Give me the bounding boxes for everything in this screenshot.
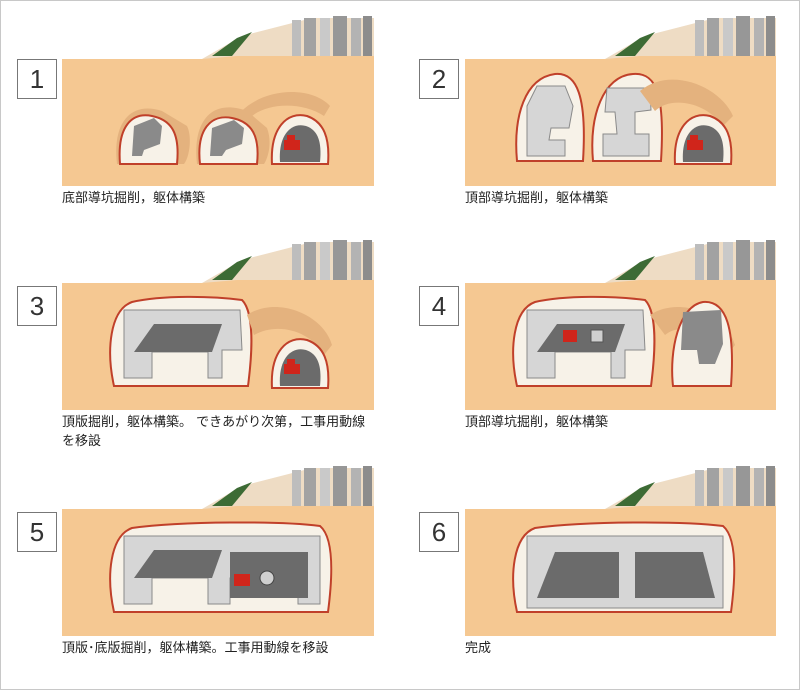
step-panel-4: 4 頂部導坑掘削，躯体構築 [400,230,800,460]
step-3-illustration [62,240,374,410]
step-number: 6 [419,512,459,552]
step-number: 3 [17,286,57,326]
step-caption: 完成 [465,641,492,656]
step-caption: 頂版掘削，躯体構築。 できあがり次第，工事用動線 を移設 [62,415,366,449]
step-caption: 頂部導坑掘削，躯体構築 [465,191,609,206]
step-panel-6: 6 完成 [400,460,800,690]
step-4-illustration [465,240,776,410]
step-6-illustration [465,466,776,636]
step-number: 2 [419,59,459,99]
step-caption: 頂版･底版掘削，躯体構築。工事用動線を移設 [62,641,329,656]
step-caption: 底部導坑掘削，躯体構築 [62,191,206,206]
step-number: 1 [17,59,57,99]
step-panel-2: 2 頂部導坑掘削，躯体構築 [400,0,800,230]
step-number: 5 [17,512,57,552]
step-panel-3: 3 頂版掘削，躯体構築。 できあがり次第，工事用動線 を移設 [0,230,400,460]
step-caption: 頂部導坑掘削，躯体構築 [465,415,609,430]
step-panel-5: 5 頂版･底版掘削，躯体構築。工事用動線を移設 [0,460,400,690]
step-1-illustration [62,16,374,186]
step-number: 4 [419,286,459,326]
step-5-illustration [62,466,374,636]
step-2-illustration [465,16,776,186]
step-panel-1: 1 底部導坑掘削，躯体構築 [0,0,400,230]
